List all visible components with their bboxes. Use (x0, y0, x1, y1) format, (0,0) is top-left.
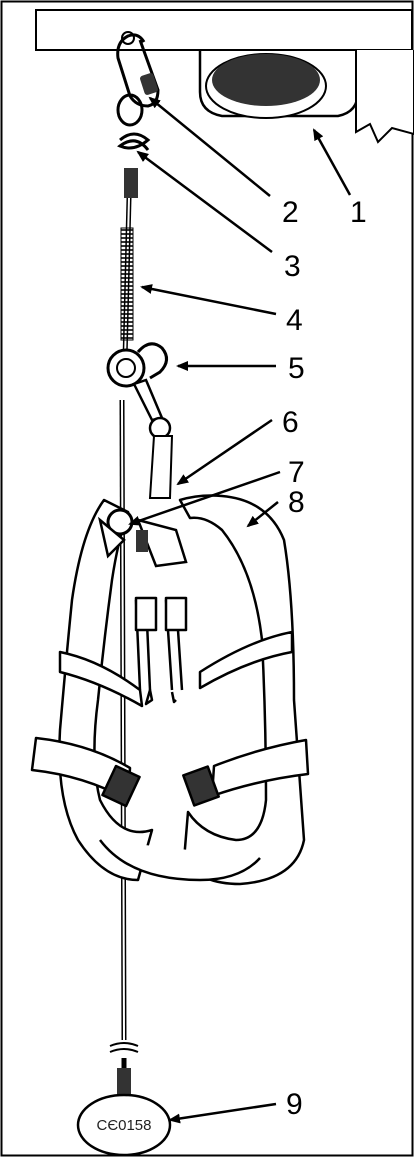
leader-arrow-9 (170, 1104, 276, 1120)
callout-6: 6 (282, 406, 299, 439)
lanyard-strap (150, 436, 172, 498)
callout-7: 7 (288, 456, 305, 489)
callout-1: 1 (350, 196, 367, 229)
callout-8: 8 (288, 486, 305, 519)
leader-arrow-1 (314, 130, 350, 195)
tag-marking: CЄ0158 (97, 1117, 152, 1134)
leader-arrow-4 (142, 287, 276, 314)
leader-arrow-3 (138, 152, 272, 252)
leader-arrows (130, 98, 350, 1120)
leader-arrow-6 (178, 420, 272, 484)
callout-9: 9 (286, 1088, 303, 1121)
callout-5: 5 (288, 352, 305, 385)
callout-4: 4 (286, 304, 303, 337)
callout-2: 2 (282, 196, 299, 229)
rope-break (110, 1043, 138, 1052)
coil-spring (121, 228, 133, 340)
ce-tag: CЄ0158 (78, 1095, 170, 1155)
rope-knot (120, 134, 148, 198)
rope-grab (108, 344, 170, 438)
anchor-plate (206, 54, 326, 118)
callout-3: 3 (284, 250, 301, 283)
